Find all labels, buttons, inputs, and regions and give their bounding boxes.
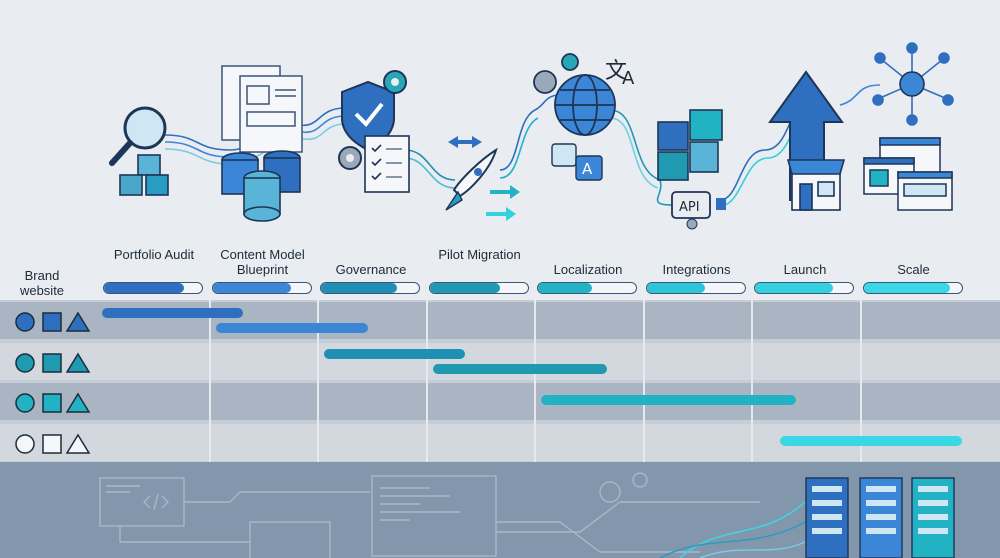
square-icon [42, 433, 62, 454]
row-shape-icons [15, 352, 91, 373]
magnifier-icon [109, 106, 167, 166]
phase-progress-fill [104, 283, 185, 293]
storefront-icon [786, 159, 846, 211]
browser-windows-icon [863, 137, 953, 211]
timeline-bar [432, 363, 607, 374]
timeline-grid [0, 300, 1000, 462]
phase-progress-fill [429, 283, 501, 293]
column-divider [208, 300, 211, 462]
rocket-icon [445, 147, 498, 211]
column-divider [317, 300, 319, 462]
phase-progress-portfolio-audit [103, 282, 203, 294]
timeline-bar [780, 435, 962, 446]
cubes-icon [119, 154, 169, 196]
phase-label-portfolio-audit: Portfolio Audit [113, 247, 195, 262]
phase-progress-fill [538, 283, 592, 293]
phase-progress-pilot-migration [428, 282, 529, 294]
phase-label-scale: Scale [897, 262, 930, 277]
phase-progress-governance [320, 282, 420, 294]
triangle-icon [65, 311, 91, 332]
circle-icon [15, 312, 35, 332]
api-label-text: API [679, 200, 700, 215]
timeline-row [0, 342, 1000, 380]
phase-label-launch: Launch [783, 262, 827, 277]
column-divider [751, 300, 753, 462]
phase-progress-fill [755, 283, 834, 293]
arrows-icon [448, 136, 520, 221]
phase-progress-fill [863, 283, 950, 293]
code-window-icon [99, 472, 760, 558]
timeline-bar [102, 308, 244, 318]
gear-icon [338, 70, 407, 170]
column-divider [534, 300, 536, 462]
translate-icon: 文 A A [551, 59, 635, 181]
wireframe-icon [221, 65, 303, 153]
phase-label-localization: Localization [553, 262, 623, 277]
puzzle-icon [657, 109, 723, 181]
database-icon [221, 150, 301, 222]
phase-progress-fill [646, 283, 706, 293]
timeline-bar [541, 395, 797, 405]
phase-progress-launch [754, 282, 854, 294]
phase-label-integrations: Integrations [662, 262, 731, 277]
network-icon [872, 42, 954, 126]
timeline-bar [324, 348, 466, 359]
translate-a-top-text: A [622, 68, 635, 89]
circle-icon [15, 393, 35, 413]
column-divider [425, 300, 428, 462]
timeline-bar [215, 323, 368, 333]
phase-progress-integrations [645, 282, 746, 294]
footer-tech-band [0, 462, 1000, 558]
server-rack-icon [805, 477, 955, 558]
footer-illustration [99, 472, 955, 558]
row-shape-icons [15, 433, 91, 454]
illustration-banner: 文 A A API [109, 42, 954, 230]
row-shape-icons [15, 392, 91, 413]
phase-label-governance: Governance [335, 262, 407, 277]
globe-icon [533, 53, 616, 136]
phase-label-content-model-blueprint: Content Model Blueprint [220, 247, 305, 277]
timeline-row [0, 383, 1000, 420]
circle-icon [15, 352, 35, 373]
square-icon [42, 312, 62, 332]
translate-a-text: A [582, 160, 593, 178]
column-divider [642, 300, 645, 462]
phase-progress-fill [212, 283, 291, 293]
square-icon [42, 393, 62, 413]
phase-progress-fill [321, 283, 398, 293]
row-shape-icons [15, 311, 91, 332]
flow-lines-footer [659, 501, 806, 558]
phase-progress-localization [537, 282, 637, 294]
phase-progress-scale [862, 282, 963, 294]
circle-icon [15, 433, 35, 454]
api-plug-icon: API [671, 191, 726, 230]
column-divider [859, 300, 862, 462]
translate-glyph-text: 文 [605, 59, 627, 84]
phase-label-pilot-migration: Pilot Migration [438, 247, 521, 262]
triangle-icon [65, 433, 91, 454]
phase-progress-content-model-blueprint [211, 282, 312, 294]
triangle-icon [65, 352, 91, 373]
row-header-label: Brand website [19, 268, 65, 298]
checklist-icon [364, 135, 410, 193]
triangle-icon [65, 392, 91, 413]
square-icon [42, 352, 62, 373]
